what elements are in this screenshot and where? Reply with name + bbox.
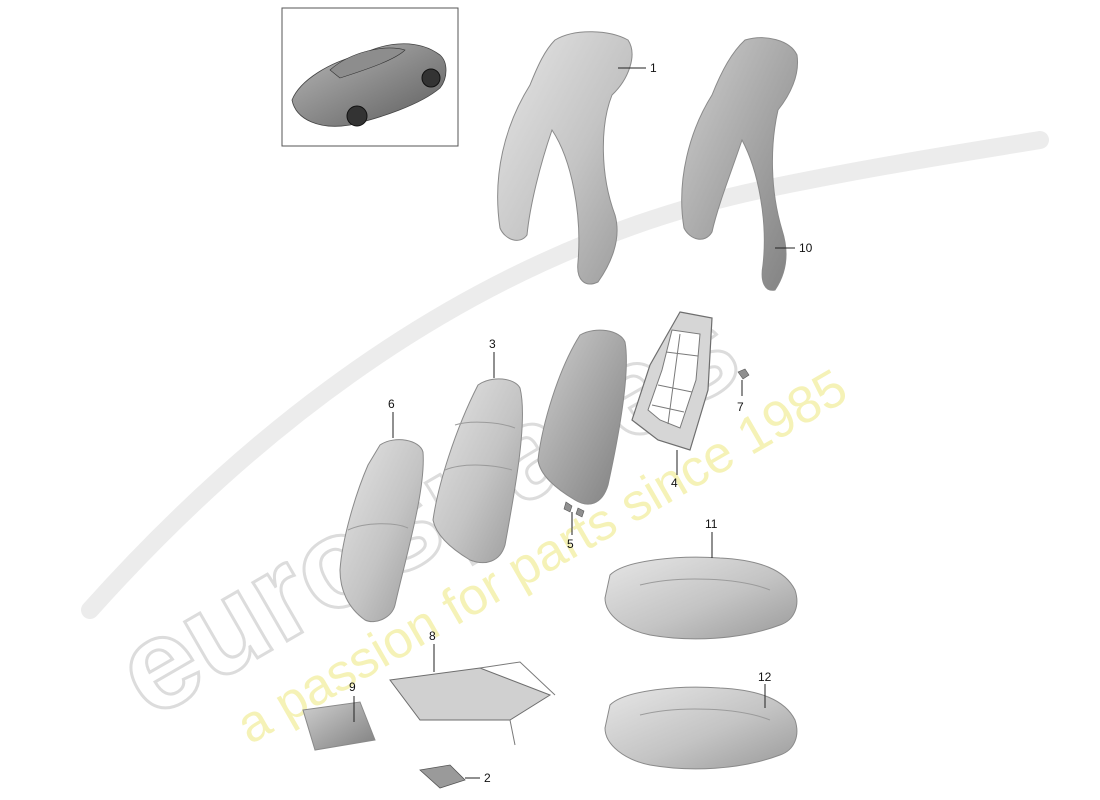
clip-7 xyxy=(737,368,750,380)
heating-mat-8-leads xyxy=(479,661,556,746)
part-10-backrest-shell xyxy=(681,37,799,291)
callout-8: 8 xyxy=(429,629,436,643)
callout-2: 2 xyxy=(484,771,491,785)
seat-cushion-12-seam xyxy=(639,708,771,721)
callout-11: 11 xyxy=(705,517,718,531)
part-9-bolster-pad xyxy=(302,701,376,751)
part-5-clips xyxy=(563,501,585,518)
callout-5: 5 xyxy=(567,537,574,551)
vehicle-thumbnail xyxy=(281,7,459,147)
callouts: 1 2 3 4 5 6 7 8 9 10 11 12 xyxy=(349,61,813,785)
backrest-cover-3-seam-lower xyxy=(444,464,513,471)
part-1-backrest-shell xyxy=(497,31,633,285)
callout-7: 7 xyxy=(737,400,744,414)
backrest-cover-6-seam xyxy=(347,523,409,531)
part-7-clip xyxy=(737,368,750,380)
car-windscreen xyxy=(329,47,406,79)
callout-12: 12 xyxy=(758,670,772,684)
module-2-shape xyxy=(419,764,466,789)
part-4-backrest-frame xyxy=(631,311,713,451)
backrest-shell-shape xyxy=(497,31,633,285)
part-6-backrest-cover xyxy=(339,439,424,623)
backrest-cover-6-shape xyxy=(339,439,424,623)
backrest-shell-rear-shape xyxy=(681,37,799,291)
backrest-pad-shape xyxy=(537,329,627,505)
part-3-backrest-cover xyxy=(432,378,523,564)
seat-cushion-12-shape xyxy=(604,686,798,770)
backrest-cover-3-shape xyxy=(432,378,523,564)
car-rear-wheel xyxy=(421,68,441,88)
backrest-cover-3-seam-upper xyxy=(454,421,516,429)
callout-1: 1 xyxy=(650,61,657,75)
callout-4: 4 xyxy=(671,476,678,490)
seat-cushion-11-shape xyxy=(604,556,798,640)
car-front-wheel xyxy=(346,105,368,127)
watermark-swoosh xyxy=(81,131,1049,619)
callout-6: 6 xyxy=(388,397,395,411)
part-11-seat-cushion xyxy=(604,556,798,640)
bolster-pad-9-shape xyxy=(302,701,376,751)
clip-5a xyxy=(563,501,573,513)
callout-9: 9 xyxy=(349,680,356,694)
part-2-module xyxy=(419,764,466,789)
part-12-seat-cushion xyxy=(604,686,798,770)
heating-mat-8-shape xyxy=(389,667,552,721)
backrest-pad xyxy=(537,329,627,505)
part-8-heating-mat xyxy=(389,661,556,746)
callout-10: 10 xyxy=(799,241,813,255)
seat-cushion-11-seam xyxy=(639,578,771,591)
backrest-frame-crossbars xyxy=(651,333,699,425)
callout-3: 3 xyxy=(489,337,496,351)
clip-5b xyxy=(575,507,585,518)
